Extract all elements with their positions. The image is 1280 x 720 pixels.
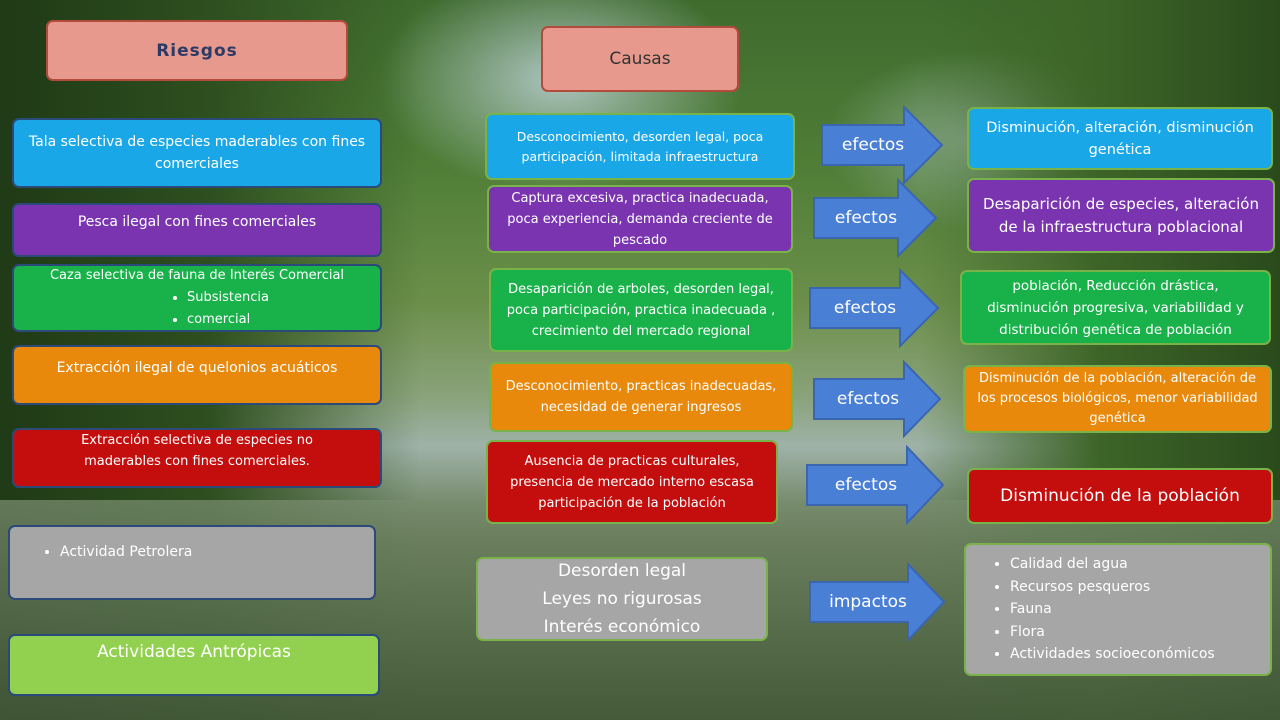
efectos-arrow-2: efectos [812,178,938,258]
efecto-4: Disminución de la población, alteración … [963,365,1272,433]
petrolera-item: Actividad Petrolera [60,541,192,563]
efecto-2: Desaparición de especies, alteración de … [967,178,1275,253]
riesgo-no-maderables: Extracción selectiva de especies no made… [12,428,382,488]
impacto-item: Calidad del agua [1010,553,1215,576]
efecto-5: Disminución de la población [967,468,1273,524]
arrow-label: efectos [841,135,905,155]
impacto-item: Fauna [1010,598,1215,621]
efectos-arrow-5: efectos [805,445,945,525]
arrow-label: efectos [836,389,900,409]
causa-4: Desconocimiento, practicas inadecuadas, … [489,362,793,432]
riesgo-quelonios: Extracción ilegal de quelonios acuáticos [12,345,382,405]
impactos-arrow: impactos [808,562,946,642]
impactos-box: Calidad del agua Recursos pesqueros Faun… [964,543,1272,676]
impactos-list: Calidad del agua Recursos pesqueros Faun… [988,553,1215,666]
riesgo-pesca: Pesca ilegal con fines comerciales [12,203,382,257]
causa-3: Desaparición de arboles, desorden legal,… [489,268,793,352]
efecto-1: Disminución, alteración, disminución gen… [967,107,1273,170]
caza-item: comercial [187,309,269,331]
efecto-3: población, Reducción drástica, disminuci… [960,270,1271,345]
causa-6-line: Desorden legal [557,561,687,581]
arrow-label: efectos [834,475,898,495]
efectos-arrow-3: efectos [808,268,940,348]
riesgo-petrolera: Actividad Petrolera [8,525,376,600]
causa-5: Ausencia de practicas culturales, presen… [486,440,778,524]
causa-1: Desconocimiento, desorden legal, poca pa… [485,113,795,180]
causa-6-line: Leyes no rigurosas [542,589,702,609]
impacto-item: Recursos pesqueros [1010,576,1215,599]
riesgo-caza: Caza selectiva de fauna de Interés Comer… [12,264,382,332]
causa-2: Captura excesiva, practica inadecuada, p… [487,185,793,253]
caza-item: Subsistencia [187,287,269,309]
efectos-arrow-1: efectos [820,105,944,185]
impacto-item: Actividades socioeconómicos [1010,643,1215,666]
efectos-arrow-4: efectos [812,360,942,438]
caza-list: Subsistencia comercial [165,287,269,331]
arrow-label: efectos [834,208,898,228]
causa-6: Desorden legal Leyes no rigurosas Interé… [476,557,768,641]
arrow-label: efectos [833,298,897,318]
riesgo-tala: Tala selectiva de especies maderables co… [12,118,382,188]
causas-header: Causas [541,26,739,92]
caza-title: Caza selectiva de fauna de Interés Comer… [49,268,345,283]
arrow-label: impactos [829,592,907,612]
actividades-antropicas: Actividades Antrópicas [8,634,380,696]
causa-6-line: Interés económico [543,617,701,637]
riesgos-header: Riesgos [46,20,348,81]
impacto-item: Flora [1010,621,1215,644]
